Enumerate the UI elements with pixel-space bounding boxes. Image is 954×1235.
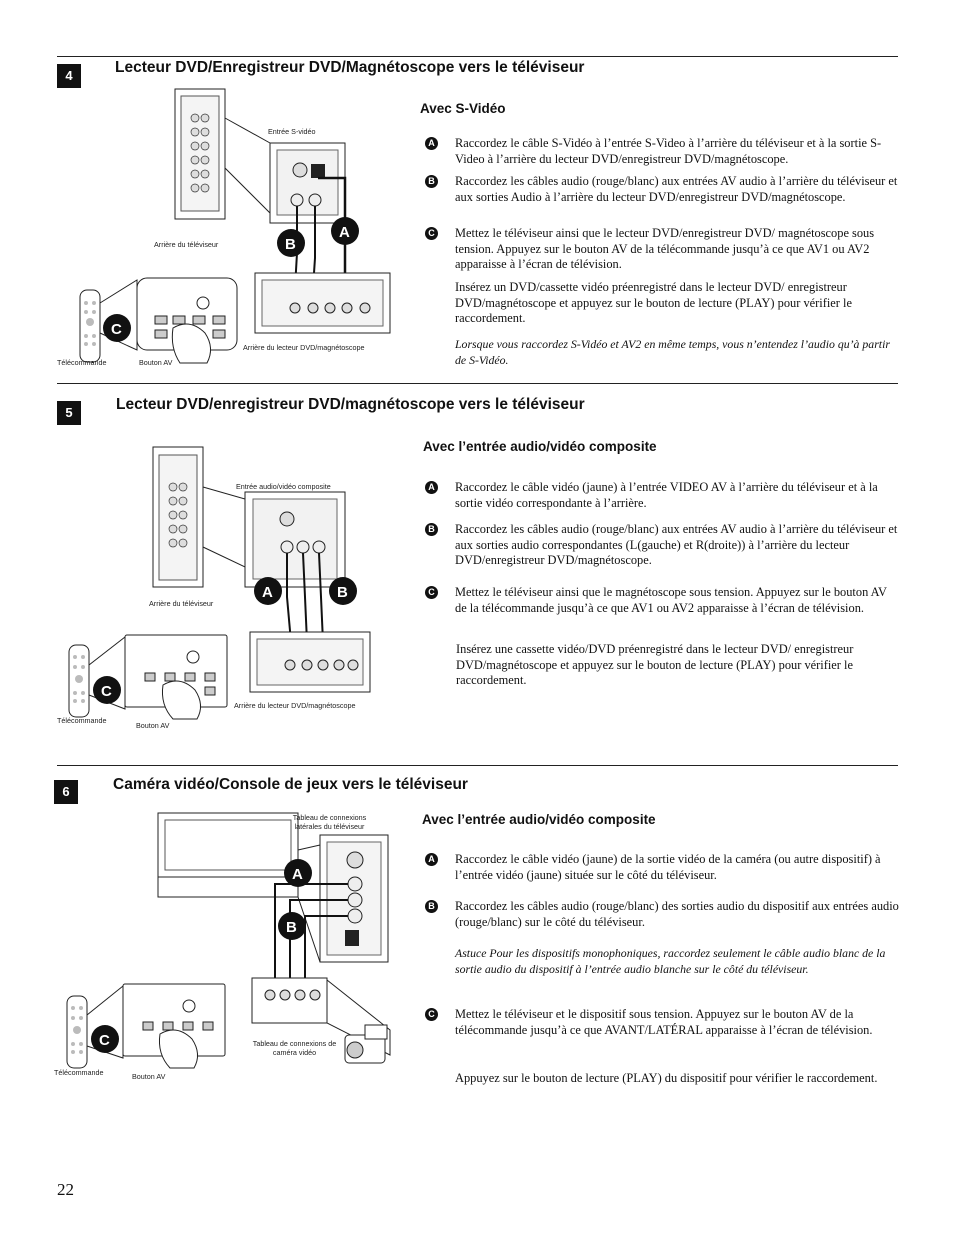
caption-remote: Télécommande xyxy=(57,716,107,725)
step-text: Raccordez les câbles audio (rouge/blanc)… xyxy=(455,174,898,204)
step-b: B Raccordez les câbles audio (rouge/blan… xyxy=(425,522,900,569)
caption-remote: Télécommande xyxy=(57,358,107,367)
step-letter: A xyxy=(425,481,438,494)
svg-text:C: C xyxy=(111,321,122,338)
step-b: B Raccordez les câbles audio (rouge/blan… xyxy=(425,174,900,205)
caption-av-button: Bouton AV xyxy=(139,358,173,367)
section-number: 5 xyxy=(57,401,81,425)
caption-composite-input: Entrée audio/vidéo composite xyxy=(236,482,331,491)
step-letter: C xyxy=(425,227,438,240)
caption-tv-side-panel: Tableau de connexions latérales du télév… xyxy=(292,813,367,831)
section-subtitle: Avec l’entrée audio/vidéo composite xyxy=(423,439,657,454)
step-text: Raccordez le câble vidéo (jaune) de la s… xyxy=(455,852,881,882)
instruction-paragraph: Appuyez sur le bouton de lecture (PLAY) … xyxy=(455,1071,878,1085)
caption-svideo-input: Entrée S-vidéo xyxy=(268,127,316,136)
step-letter: A xyxy=(425,853,438,866)
caption-tv-back: Arrière du téléviseur xyxy=(149,599,214,608)
caption-av-button: Bouton AV xyxy=(136,721,170,730)
section-number: 4 xyxy=(57,64,81,88)
step-text: Mettez le téléviseur ainsi que le lecteu… xyxy=(455,226,875,271)
svg-text:A: A xyxy=(292,866,303,883)
svg-text:C: C xyxy=(101,683,112,700)
svg-text:A: A xyxy=(262,584,273,601)
step-letter: A xyxy=(425,137,438,150)
section-number: 6 xyxy=(54,780,78,804)
step-c: C Mettez le téléviseur ainsi que le magn… xyxy=(425,585,900,616)
section-divider xyxy=(57,383,898,384)
note-paragraph: Lorsque vous raccordez S-Vidéo et AV2 en… xyxy=(455,337,890,367)
step-letter: C xyxy=(425,586,438,599)
svg-text:B: B xyxy=(286,919,297,936)
instruction-paragraph: Insérez un DVD/cassette vidéo préenregis… xyxy=(455,280,852,325)
step-text: Raccordez le câble S-Vidéo à l’entrée S-… xyxy=(455,136,882,166)
step-text: Mettez le téléviseur et le dispositif so… xyxy=(455,1007,873,1037)
section-title: Caméra vidéo/Console de jeux vers le tél… xyxy=(113,776,468,793)
step-letter: B xyxy=(425,523,438,536)
step-c: C Mettez le téléviseur et le dispositif … xyxy=(425,1007,900,1038)
step-a: A Raccordez le câble S-Vidéo à l’entrée … xyxy=(425,136,900,167)
tip-paragraph: Astuce Pour les dispositifs monophonique… xyxy=(455,946,886,976)
section-title: Lecteur DVD/Enregistreur DVD/Magnétoscop… xyxy=(115,59,585,76)
step-text: Raccordez le câble vidéo (jaune) à l’ent… xyxy=(455,480,878,510)
caption-remote: Télécommande xyxy=(54,1068,104,1077)
caption-dvd-back: Arrière du lecteur DVD/magnétoscope xyxy=(243,343,365,352)
composite-connection-diagram: A B C xyxy=(68,446,371,720)
section-divider xyxy=(57,56,898,57)
svg-text:C: C xyxy=(99,1032,110,1049)
caption-av-button: Bouton AV xyxy=(132,1072,166,1081)
camera-connection-diagram: A B C xyxy=(66,812,391,1069)
step-a: A Raccordez le câble vidéo (jaune) à l’e… xyxy=(425,480,900,511)
step-letter: C xyxy=(425,1008,438,1021)
caption-tv-back: Arrière du téléviseur xyxy=(154,240,219,249)
step-text: Mettez le téléviseur ainsi que le magnét… xyxy=(455,585,887,615)
caption-camera-panel: Tableau de connexions de caméra vidéo xyxy=(252,1039,337,1057)
step-text: Raccordez les câbles audio (rouge/blanc)… xyxy=(455,522,898,567)
step-a: A Raccordez le câble vidéo (jaune) de la… xyxy=(425,852,900,883)
svg-text:B: B xyxy=(285,236,296,253)
page-number: 22 xyxy=(57,1180,74,1199)
section-divider xyxy=(57,765,898,766)
section-subtitle: Avec l’entrée audio/vidéo composite xyxy=(422,812,656,827)
svg-text:A: A xyxy=(339,224,350,241)
step-text: Raccordez les câbles audio (rouge/blanc)… xyxy=(455,899,899,929)
step-letter: B xyxy=(425,175,438,188)
step-b: B Raccordez les câbles audio (rouge/blan… xyxy=(425,899,900,930)
caption-dvd-back: Arrière du lecteur DVD/magnétoscope xyxy=(234,701,356,710)
instruction-paragraph: Insérez une cassette vidéo/DVD préenregi… xyxy=(456,642,854,687)
step-c: C Mettez le téléviseur ainsi que le lect… xyxy=(425,226,900,273)
section-subtitle: Avec S-Vidéo xyxy=(420,101,506,116)
step-letter: B xyxy=(425,900,438,913)
svg-text:B: B xyxy=(337,584,348,601)
svideo-connection-diagram: B A C xyxy=(79,88,391,364)
section-title: Lecteur DVD/enregistreur DVD/magnétoscop… xyxy=(116,396,585,413)
